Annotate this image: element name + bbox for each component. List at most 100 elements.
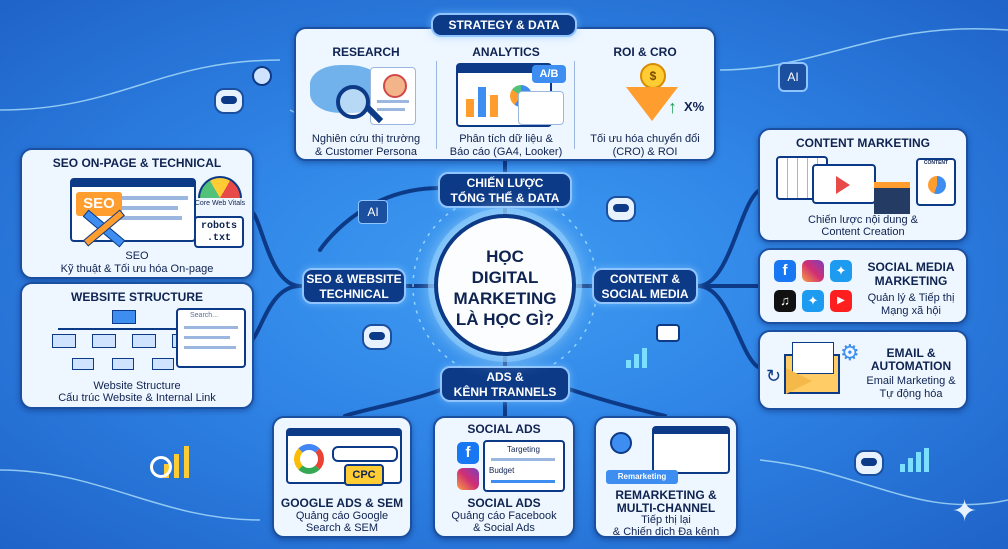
robot-icon-topleft — [214, 88, 244, 114]
site-search-placeholder: Search... — [190, 312, 219, 319]
social-media-line1: Quản lý & Tiếp thị — [867, 292, 955, 304]
persona-card-icon — [370, 67, 416, 125]
branch-ads: ADS & KÊNH TRANNELS — [440, 366, 570, 402]
robots-file-icon: robots .txt — [194, 216, 244, 248]
youtube-icon: ▶ — [830, 290, 852, 312]
targeting-label: Targeting — [507, 445, 540, 454]
email-line2: Tự động hóa — [879, 388, 943, 400]
website-structure-title: WEBSITE STRUCTURE — [71, 290, 203, 304]
remarketing-title1: REMARKETING & — [615, 488, 717, 502]
video-player-icon — [812, 164, 876, 204]
divider-1 — [436, 61, 437, 149]
google-logo-icon — [294, 444, 324, 474]
content-marketing-title: CONTENT MARKETING — [796, 136, 930, 150]
google-ads-title: GOOGLE ADS & SEM — [280, 496, 404, 510]
central-hub: HỌC DIGITAL MARKETING LÀ HỌC GÌ? — [434, 214, 576, 356]
signal-bars-icon — [900, 448, 930, 472]
robot-icon-center-right — [606, 196, 636, 222]
branch-ads-label: ADS & KÊNH TRANNELS — [453, 370, 557, 399]
branch-content-social: CONTENT & SOCIAL MEDIA — [592, 268, 698, 304]
refresh-icon: ↻ — [766, 366, 782, 386]
remarketing-line1: Tiếp thị lại — [641, 514, 691, 526]
up-arrow-icon: ↑ — [668, 97, 677, 117]
content-doc-tag: CONTENT — [923, 160, 949, 166]
analytics-title: ANALYTICS — [472, 45, 540, 59]
email-automation-panel: ↻ ⚙ EMAIL & AUTOMATION Email Marketing &… — [758, 330, 968, 410]
chat-bubble-icon — [656, 324, 680, 342]
site-search-box: Search... — [176, 308, 246, 368]
strategy-data-header: STRATEGY & DATA — [431, 13, 577, 37]
instagram-icon — [802, 260, 824, 282]
content-doc-icon: CONTENT — [916, 158, 956, 206]
google-ads-line1: Quảng cáo Google — [295, 510, 389, 522]
social-media-title1: SOCIAL MEDIA — [867, 260, 955, 274]
globe-icon — [252, 66, 272, 86]
gear-icon: ⚙ — [840, 340, 860, 365]
coin-icon: $ — [640, 63, 666, 89]
roi-percent: X% — [684, 99, 705, 114]
social-ads-panel: SOCIAL ADS f Targeting Budget SOCIAL ADS… — [433, 416, 575, 538]
magnifier-bars-icon — [150, 444, 194, 478]
hub-line1: HỌC — [486, 247, 524, 266]
website-structure-line2: Cấu trúc Website & Internal Link — [58, 392, 216, 404]
email-line1: Email Marketing & — [866, 375, 956, 387]
strategy-data-panel: RESEARCH ANALYTICS ROI & CRO Nghiên cứu … — [294, 27, 716, 161]
google-ads-line2: Search & SEM — [305, 522, 379, 534]
branch-seo-label: SEO & WEBSITE TECHNICAL — [306, 272, 402, 301]
growth-chart-icon — [626, 344, 660, 368]
robots-text: robots — [200, 221, 237, 232]
ig-ads-icon — [457, 468, 479, 490]
hub-line4: LÀ HỌC GÌ? — [455, 310, 555, 329]
content-marketing-line2: Content Creation — [821, 226, 905, 238]
cwv-label: Core Web Vitals — [194, 200, 246, 207]
roi-cro-title: ROI & CRO — [613, 45, 677, 59]
branch-seo-website: SEO & WEBSITE TECHNICAL — [302, 268, 406, 304]
branch-content-label: CONTENT & SOCIAL MEDIA — [601, 272, 689, 301]
remarketing-line2: & Chiến dịch Đa kênh — [612, 526, 720, 538]
social-media-panel: f ✦ ♫ ✦ ▶ SOCIAL MEDIA MARKETING Quản lý… — [758, 248, 968, 324]
research-line1: Nghiên cứu thị trường — [311, 133, 421, 145]
fb-ads-icon: f — [457, 442, 479, 464]
email-title1: EMAIL & — [886, 346, 936, 360]
robot-icon-bottomright — [854, 450, 884, 476]
speed-gauge-icon — [198, 176, 242, 198]
clapperboard-icon — [874, 182, 910, 214]
roi-line2: (CRO) & ROI — [612, 146, 678, 158]
social-media-line2: Mạng xã hội — [881, 305, 941, 317]
seo-onpage-title: SEO ON-PAGE & TECHNICAL — [52, 156, 222, 170]
hub-line2: DIGITAL — [471, 268, 539, 287]
website-structure-line1: Website Structure — [93, 380, 181, 392]
analytics-line2: Báo cáo (GA4, Looker) — [449, 146, 563, 158]
robot-icon-center-left — [362, 324, 392, 350]
twitter-icon-2: ✦ — [802, 290, 824, 312]
google-ads-panel: CPC GOOGLE ADS & SEM Quảng cáo Google Se… — [272, 416, 412, 538]
robots-ext: .txt — [206, 233, 231, 244]
social-ads-line1: Quảng cáo Facebook — [451, 510, 557, 522]
remarketing-title2: MULTI-CHANNEL — [616, 501, 716, 515]
branch-strategy: CHIẾN LƯỢC TỔNG THỂ & DATA — [438, 172, 572, 208]
budget-label: Budget — [489, 466, 515, 475]
ai-chip-icon-topright: AI — [778, 62, 808, 92]
funnel-icon — [626, 87, 678, 121]
content-marketing-line1: Chiến lược nội dung & — [808, 214, 918, 226]
remarketing-tag: Remarketing — [606, 470, 678, 484]
website-structure-panel: WEBSITE STRUCTURE Search... Website Stru… — [20, 282, 254, 409]
remarketing-browser-icon — [652, 426, 730, 474]
user-avatar-icon — [610, 432, 632, 454]
email-title2: AUTOMATION — [870, 359, 952, 373]
magnifier-icon — [336, 85, 370, 119]
tiktok-icon: ♫ — [774, 290, 796, 312]
social-ads-line2: & Social Ads — [473, 522, 535, 534]
seo-badge: SEO — [76, 192, 122, 216]
search-bar — [332, 446, 398, 462]
social-ads-header: SOCIAL ADS — [467, 422, 541, 436]
remarketing-panel: Remarketing REMARKETING & MULTI-CHANNEL … — [594, 416, 738, 538]
hub-line3: MARKETING — [453, 289, 557, 308]
branch-strategy-label: CHIẾN LƯỢC TỔNG THỂ & DATA — [450, 176, 560, 205]
twitter-icon: ✦ — [830, 260, 852, 282]
analytics-line1: Phân tích dữ liệu & — [459, 133, 553, 145]
ai-chip-icon-left: AI — [358, 200, 388, 224]
research-line2: & Customer Persona — [314, 146, 418, 158]
